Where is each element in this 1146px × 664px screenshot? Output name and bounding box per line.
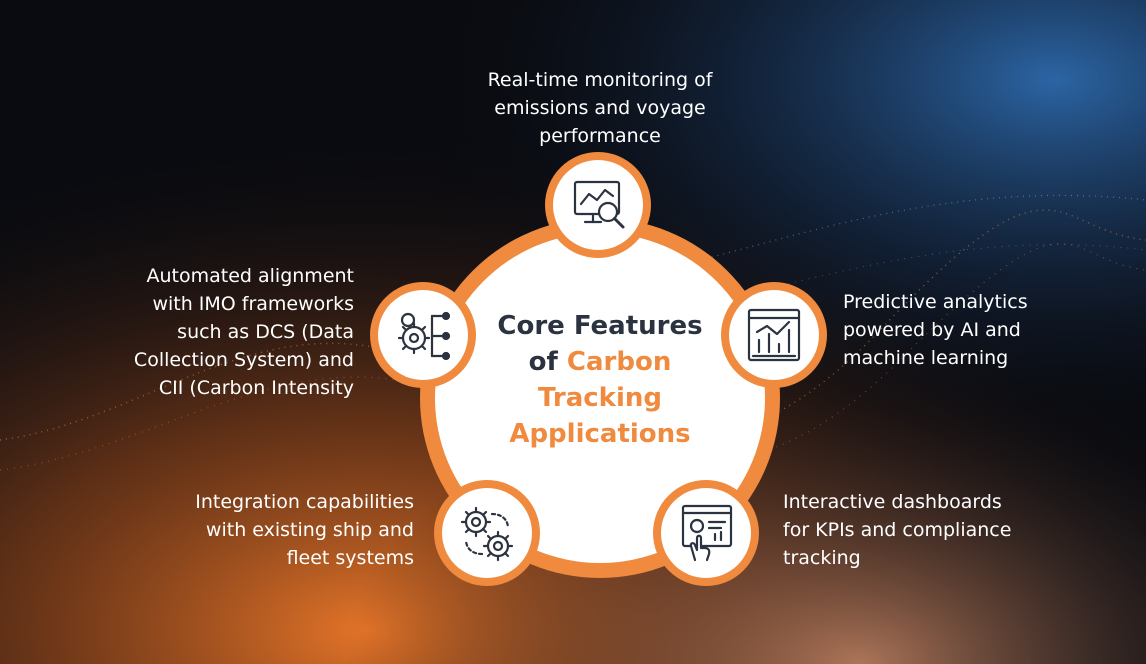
analytics-dashboard-icon: [747, 308, 801, 362]
feature-label-analytics: Predictive analytics powered by AI and m…: [843, 291, 1028, 369]
hub-title-line-4: Applications: [509, 419, 691, 449]
touch-dashboard-icon: [681, 504, 733, 562]
feature-node-integration: [434, 480, 540, 586]
connected-gears-icon: [460, 506, 514, 562]
monitor-magnifier-chart-icon: [573, 180, 625, 229]
hub-title-line-2: of Carbon: [470, 344, 730, 380]
hub-title-prefix: of: [528, 347, 567, 377]
hub-title: Core Features of Carbon Tracking Applica…: [470, 308, 730, 452]
feature-node-dashboards: [653, 480, 759, 586]
hub-title-line-3: Tracking: [538, 383, 662, 413]
hub-title-line-1: Core Features: [497, 311, 703, 341]
feature-label-integration: Integration capabilities with existing s…: [195, 491, 414, 569]
feature-label-dashboards: Interactive dashboards for KPIs and comp…: [783, 491, 1012, 569]
feature-node-analytics: [721, 282, 827, 388]
hub-title-accent: Carbon: [566, 347, 672, 377]
feature-node-monitoring: [545, 152, 651, 258]
feature-node-alignment: [370, 282, 476, 388]
gear-network-icon: [397, 311, 451, 361]
feature-label-monitoring: Real-time monitoring of emissions and vo…: [487, 69, 713, 147]
feature-label-alignment: Automated alignment with IMO frameworks …: [133, 265, 354, 399]
